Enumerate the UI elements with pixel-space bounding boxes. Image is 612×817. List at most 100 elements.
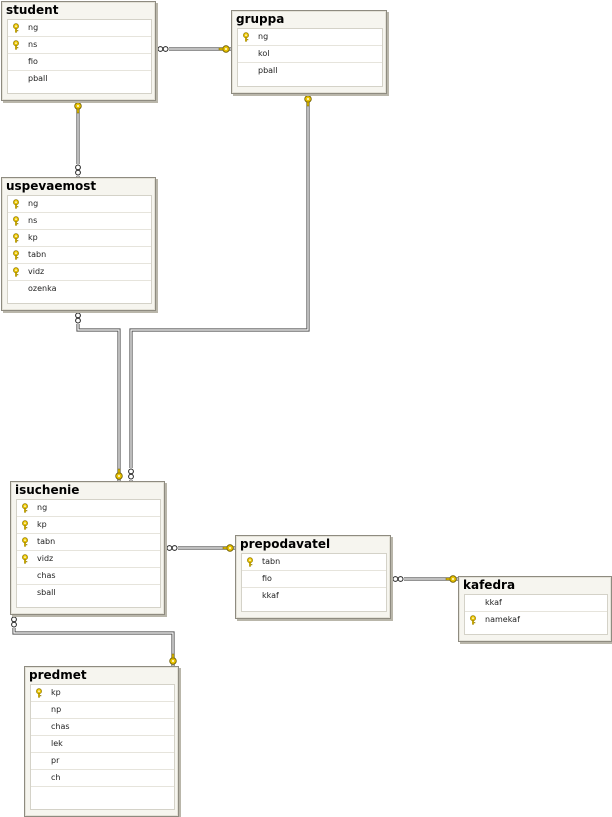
column-name: tabn — [262, 557, 281, 566]
column-name: ng — [258, 32, 269, 41]
column-name: ns — [28, 216, 38, 225]
column-row[interactable]: np — [31, 702, 174, 719]
column-name: chas — [37, 571, 56, 580]
relationship-predmet-isuchenie[interactable] — [11, 615, 177, 666]
column-row[interactable]: kp — [31, 685, 174, 702]
column-name: namekaf — [485, 615, 520, 624]
column-name: ng — [28, 23, 39, 32]
one-end-key-icon — [304, 95, 312, 107]
column-row[interactable]: kkaf — [242, 588, 386, 604]
key-icon — [11, 233, 21, 243]
relationship-prepodavatel-isuchenie[interactable] — [165, 544, 235, 552]
column-list: ng ns fio pball — [7, 19, 152, 94]
column-row[interactable]: kp — [17, 517, 160, 534]
connector-line — [77, 311, 120, 481]
table-title[interactable]: predmet — [29, 668, 87, 682]
key-icon — [20, 520, 30, 530]
column-row[interactable]: ng — [8, 20, 151, 37]
column-row[interactable]: kol — [238, 46, 382, 63]
column-name: fio — [28, 57, 38, 66]
one-end-key-icon — [115, 468, 123, 480]
one-end-key-icon — [218, 45, 230, 53]
column-row[interactable]: ng — [8, 196, 151, 213]
column-row[interactable]: vidz — [17, 551, 160, 568]
table-title[interactable]: kafedra — [463, 578, 516, 592]
table-isuchenie[interactable]: isuchenie ng kp tabn vidz chas sball — [10, 481, 165, 615]
relationship-kafedra-prepodavatel[interactable] — [391, 575, 458, 583]
column-row[interactable]: namekaf — [465, 612, 607, 628]
column-row[interactable]: ns — [8, 213, 151, 230]
table-title[interactable]: gruppa — [236, 12, 285, 26]
connector-line — [129, 94, 310, 481]
column-name: pball — [258, 66, 278, 75]
key-icon — [11, 216, 21, 226]
column-row[interactable]: ng — [238, 29, 382, 46]
connector-line — [12, 615, 175, 666]
table-title[interactable]: isuchenie — [15, 483, 80, 497]
connector-line — [130, 94, 309, 481]
table-title[interactable]: uspevaemost — [6, 179, 97, 193]
column-name: fio — [262, 574, 272, 583]
column-name: chas — [51, 722, 70, 731]
column-name: kkaf — [485, 598, 502, 607]
column-row[interactable]: ns — [8, 37, 151, 54]
relationship-gruppa-isuchenie[interactable] — [128, 94, 312, 481]
relationship-student-uspevaemost[interactable] — [74, 101, 82, 177]
table-student[interactable]: student ng ns fio pball — [1, 1, 156, 101]
column-row[interactable]: tabn — [17, 534, 160, 551]
column-name: vidz — [28, 267, 45, 276]
table-prepodavatel[interactable]: prepodavatel tabn fio kkaf — [235, 535, 391, 619]
many-end-infinity-icon — [11, 616, 17, 628]
column-row[interactable]: fio — [242, 571, 386, 588]
column-list: ng kp tabn vidz chas sball — [16, 499, 161, 608]
column-name: ch — [51, 773, 61, 782]
many-end-infinity-icon — [166, 545, 178, 551]
column-row[interactable]: vidz — [8, 264, 151, 281]
key-icon — [11, 250, 21, 260]
table-gruppa[interactable]: gruppa ng kol pball — [231, 10, 387, 94]
column-row[interactable]: tabn — [8, 247, 151, 264]
column-name: pr — [51, 756, 60, 765]
column-row[interactable]: ozenka — [8, 281, 151, 297]
column-row[interactable]: pr — [31, 753, 174, 770]
column-row[interactable]: pball — [8, 71, 151, 87]
column-row[interactable]: fio — [8, 54, 151, 71]
one-end-key-icon — [169, 653, 177, 665]
column-row[interactable]: chas — [17, 568, 160, 585]
many-end-infinity-icon — [75, 312, 81, 324]
table-title[interactable]: prepodavatel — [240, 537, 331, 551]
relationship-isuchenie-uspevaemost[interactable] — [75, 311, 123, 481]
connector-line — [13, 615, 174, 666]
key-icon — [20, 554, 30, 564]
column-row[interactable]: tabn — [242, 554, 386, 571]
relationship-gruppa-student[interactable] — [156, 45, 231, 53]
column-name: ng — [28, 199, 39, 208]
column-row[interactable]: sball — [17, 585, 160, 601]
key-icon — [468, 615, 478, 625]
table-kafedra[interactable]: kafedra kkaf namekaf — [458, 576, 612, 642]
column-row[interactable]: pball — [238, 63, 382, 79]
column-row[interactable]: lek — [31, 736, 174, 753]
column-row[interactable]: ch — [31, 770, 174, 787]
column-row[interactable]: chas — [31, 719, 174, 736]
column-row[interactable]: kkaf — [465, 595, 607, 612]
column-row[interactable]: ng — [17, 500, 160, 517]
key-icon — [20, 503, 30, 513]
column-name: vidz — [37, 554, 54, 563]
key-icon — [20, 537, 30, 547]
empty-row — [31, 787, 174, 803]
key-icon — [34, 688, 44, 698]
column-name: ozenka — [28, 284, 57, 293]
table-title[interactable]: student — [6, 3, 59, 17]
one-end-key-icon — [74, 102, 82, 114]
column-list: ng kol pball — [237, 28, 383, 87]
column-name: kp — [37, 520, 47, 529]
key-icon — [11, 40, 21, 50]
column-name: sball — [37, 588, 56, 597]
column-row[interactable]: kp — [8, 230, 151, 247]
